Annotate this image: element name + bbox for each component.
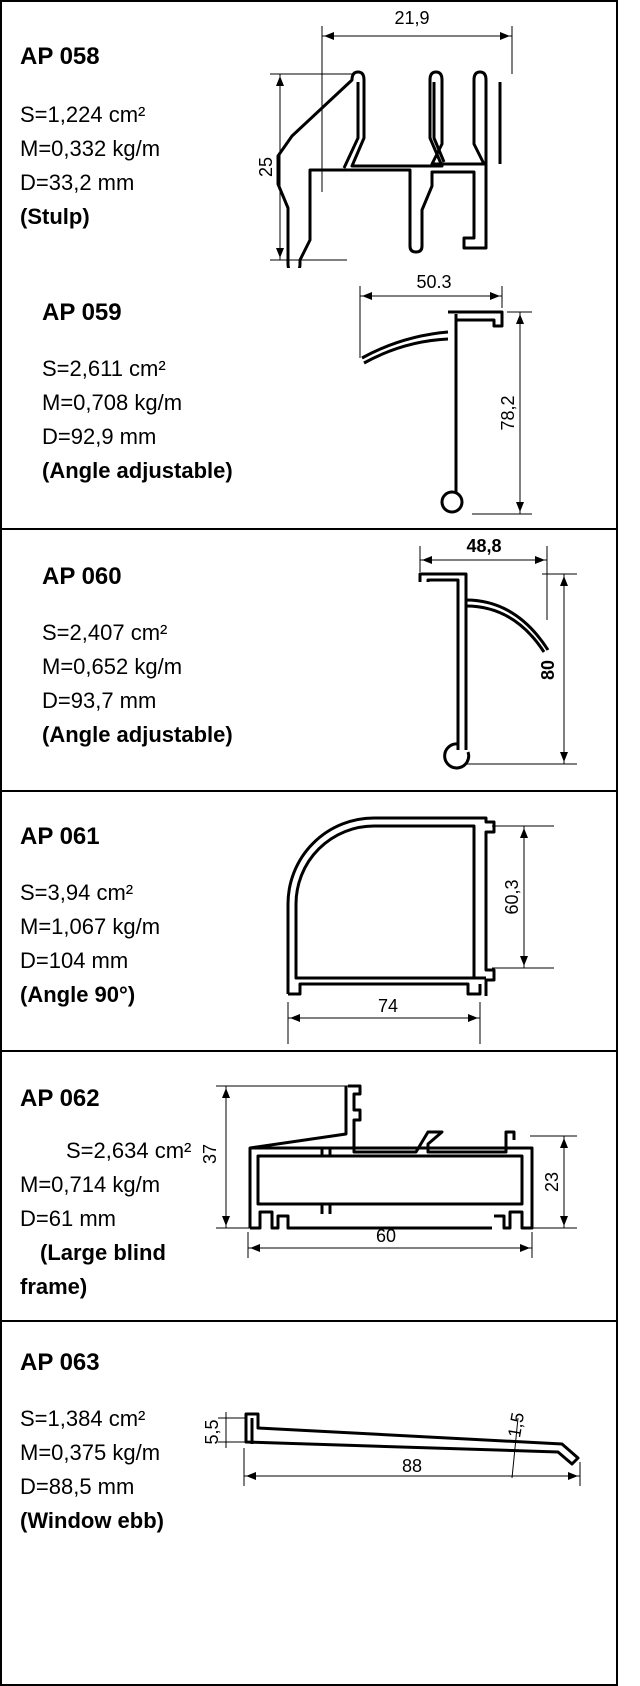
profile-perimeter: D=93,7 mm: [42, 688, 157, 713]
profile-section: [418, 572, 550, 770]
height-dimension: [472, 311, 532, 515]
profile-note-line2: frame): [20, 1274, 88, 1299]
dimension-label: 23: [542, 1172, 562, 1192]
profile-note: (Angle adjustable): [42, 722, 233, 747]
profile-section-area: S=1,384 cm²: [20, 1406, 146, 1431]
height-dimension: [216, 1085, 352, 1229]
profile-cell-ap063: AP 063 S=1,384 cm² M=0,375 kg/m D=88,5 m…: [0, 1322, 618, 1686]
profile-code: AP 062: [20, 1085, 100, 1112]
dimension-label: 60: [376, 1226, 396, 1246]
profile-perimeter: D=33,2 mm: [20, 170, 135, 195]
profile-perimeter: D=61 mm: [20, 1206, 116, 1231]
dimension-label: 5,5: [202, 1419, 222, 1444]
profile-section-area: S=2,634 cm²: [66, 1138, 192, 1163]
profile-note: (Angle 90°): [20, 982, 136, 1007]
profile-code: AP 058: [20, 43, 100, 70]
profile-section-area: S=1,224 cm²: [20, 102, 146, 127]
profile-cell-ap062: AP 062 S=2,634 cm² M=0,714 kg/m D=61 mm …: [0, 1052, 618, 1322]
profile-section: [286, 816, 496, 996]
dimension-label: 88: [402, 1456, 422, 1476]
width-dimension: [419, 546, 548, 620]
width-dimension: [287, 1002, 481, 1044]
profile-code: AP 061: [20, 823, 100, 850]
profile-drawing: 50.3 78,2: [359, 272, 532, 515]
profile-catalog-sheet: AP 058 S=1,224 cm² M=0,332 kg/m D=33,2 m…: [0, 0, 618, 1686]
dimension-label: 1,5: [504, 1411, 528, 1439]
profile-drawing: 21,9 25: [256, 8, 513, 274]
profile-cell-ap058: AP 058 S=1,224 cm² M=0,332 kg/m D=33,2 m…: [0, 0, 618, 274]
profile-section: [361, 310, 504, 514]
profile-perimeter: D=92,9 mm: [42, 424, 157, 449]
profile-perimeter: D=88,5 mm: [20, 1474, 135, 1499]
width-dimension: [359, 286, 503, 358]
profile-cell-ap059: AP 059 S=2,611 cm² M=0,708 kg/m D=92,9 m…: [0, 268, 618, 530]
thickness-dimension: [511, 1417, 519, 1479]
width-dimension: [243, 1448, 581, 1486]
profile-drawing: 37 23 60: [200, 1084, 577, 1258]
profile-cell-ap061: AP 061 S=3,94 cm² M=1,067 kg/m D=104 mm …: [0, 792, 618, 1052]
profile-cell-ap060: AP 060 S=2,407 cm² M=0,652 kg/m D=93,7 m…: [0, 530, 618, 792]
dimension-label: 37: [200, 1144, 220, 1164]
profile-section-area: S=3,94 cm²: [20, 880, 134, 905]
height-dimension: [467, 573, 577, 765]
profile-mass: M=0,332 kg/m: [20, 136, 161, 161]
width-dimension: [247, 1232, 533, 1258]
profile-drawing: 48,8 80: [418, 536, 577, 770]
dimension-label: 21,9: [394, 8, 429, 28]
profile-code: AP 060: [42, 563, 122, 590]
profile-section: [244, 1412, 580, 1466]
dimension-label: 48,8: [466, 536, 501, 556]
dimension-label: 78,2: [498, 395, 518, 430]
profile-note: (Window ebb): [20, 1508, 164, 1533]
profile-note: (Angle adjustable): [42, 458, 233, 483]
profile-mass: M=1,067 kg/m: [20, 914, 161, 939]
height-dimension: [270, 73, 352, 261]
profile-mass: M=0,375 kg/m: [20, 1440, 161, 1465]
profile-note: (Stulp): [20, 204, 90, 229]
dimension-label: 25: [256, 157, 276, 177]
profile-code: AP 063: [20, 1349, 100, 1376]
dimension-label: 50.3: [416, 272, 451, 292]
height-dimension: [492, 825, 554, 969]
profile-drawing: 5,5 1,5 88: [202, 1411, 581, 1486]
profile-section-area: S=2,407 cm²: [42, 620, 168, 645]
profile-section: [248, 1084, 534, 1230]
dimension-label: 74: [378, 996, 398, 1016]
profile-perimeter: D=104 mm: [20, 948, 129, 973]
profile-section-area: S=2,611 cm²: [42, 356, 166, 381]
profile-mass: M=0,714 kg/m: [20, 1172, 161, 1197]
dimension-label: 80: [538, 660, 558, 680]
profile-mass: M=0,708 kg/m: [42, 390, 183, 415]
profile-drawing: 60,3 74: [286, 816, 554, 1044]
height-dimension: [218, 1412, 246, 1448]
profile-mass: M=0,652 kg/m: [42, 654, 183, 679]
profile-note-line1: (Large blind: [40, 1240, 166, 1265]
dimension-label: 60,3: [502, 879, 522, 914]
profile-code: AP 059: [42, 299, 122, 326]
height-dimension-right: [530, 1135, 577, 1229]
profile-section: [276, 70, 502, 274]
